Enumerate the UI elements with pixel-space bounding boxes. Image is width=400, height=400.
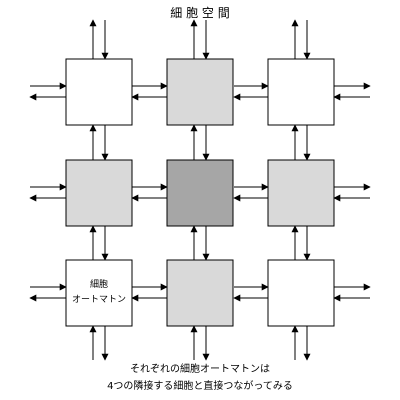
cell-bottom-left [65, 259, 133, 327]
connection-arrows [29, 19, 371, 361]
cell-label-line1: 細胞 [90, 278, 108, 290]
caption-line1: それぞれの細胞オートマトンは [130, 362, 270, 375]
center-cell [166, 159, 234, 227]
cell-bottom-right [267, 259, 335, 327]
cell-top-center [166, 58, 234, 126]
cell-top-left [65, 58, 133, 126]
cell-middle-left [65, 159, 133, 227]
caption-line2: 4つの隣接する細胞と直接つながってみる [107, 379, 293, 392]
cell-grid [65, 58, 335, 327]
cell-top-right [267, 58, 335, 126]
cell-bottom-center [166, 259, 234, 327]
cell-label-line2: オートマトン [72, 294, 126, 305]
diagram-title: 細 胞 空 間 [170, 6, 229, 20]
cell-middle-right [267, 159, 335, 227]
